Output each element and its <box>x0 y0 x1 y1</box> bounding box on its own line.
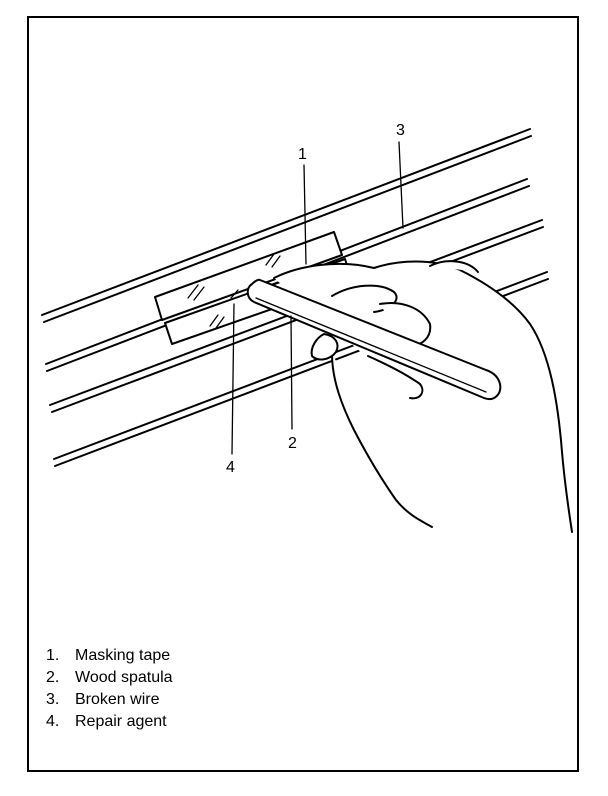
legend-item: 3.Broken wire <box>46 691 160 708</box>
legend-item: 1.Masking tape <box>46 647 171 664</box>
legend: 1.Masking tape 2.Wood spatula 3.Broken w… <box>46 645 173 733</box>
leader-lines <box>231 141 404 455</box>
figure-frame: 1 3 2 4 <box>27 16 579 772</box>
legend-item: 2.Wood spatula <box>46 669 173 686</box>
callout-4: 4 <box>226 459 235 476</box>
hand <box>273 260 573 533</box>
legend-item: 4.Repair agent <box>46 713 167 730</box>
callout-3: 3 <box>396 122 405 139</box>
wood-spatula <box>246 278 502 400</box>
wire-repair-illustration: 1 3 2 4 <box>41 122 573 533</box>
callout-1: 1 <box>298 146 307 163</box>
callout-2: 2 <box>288 435 297 452</box>
